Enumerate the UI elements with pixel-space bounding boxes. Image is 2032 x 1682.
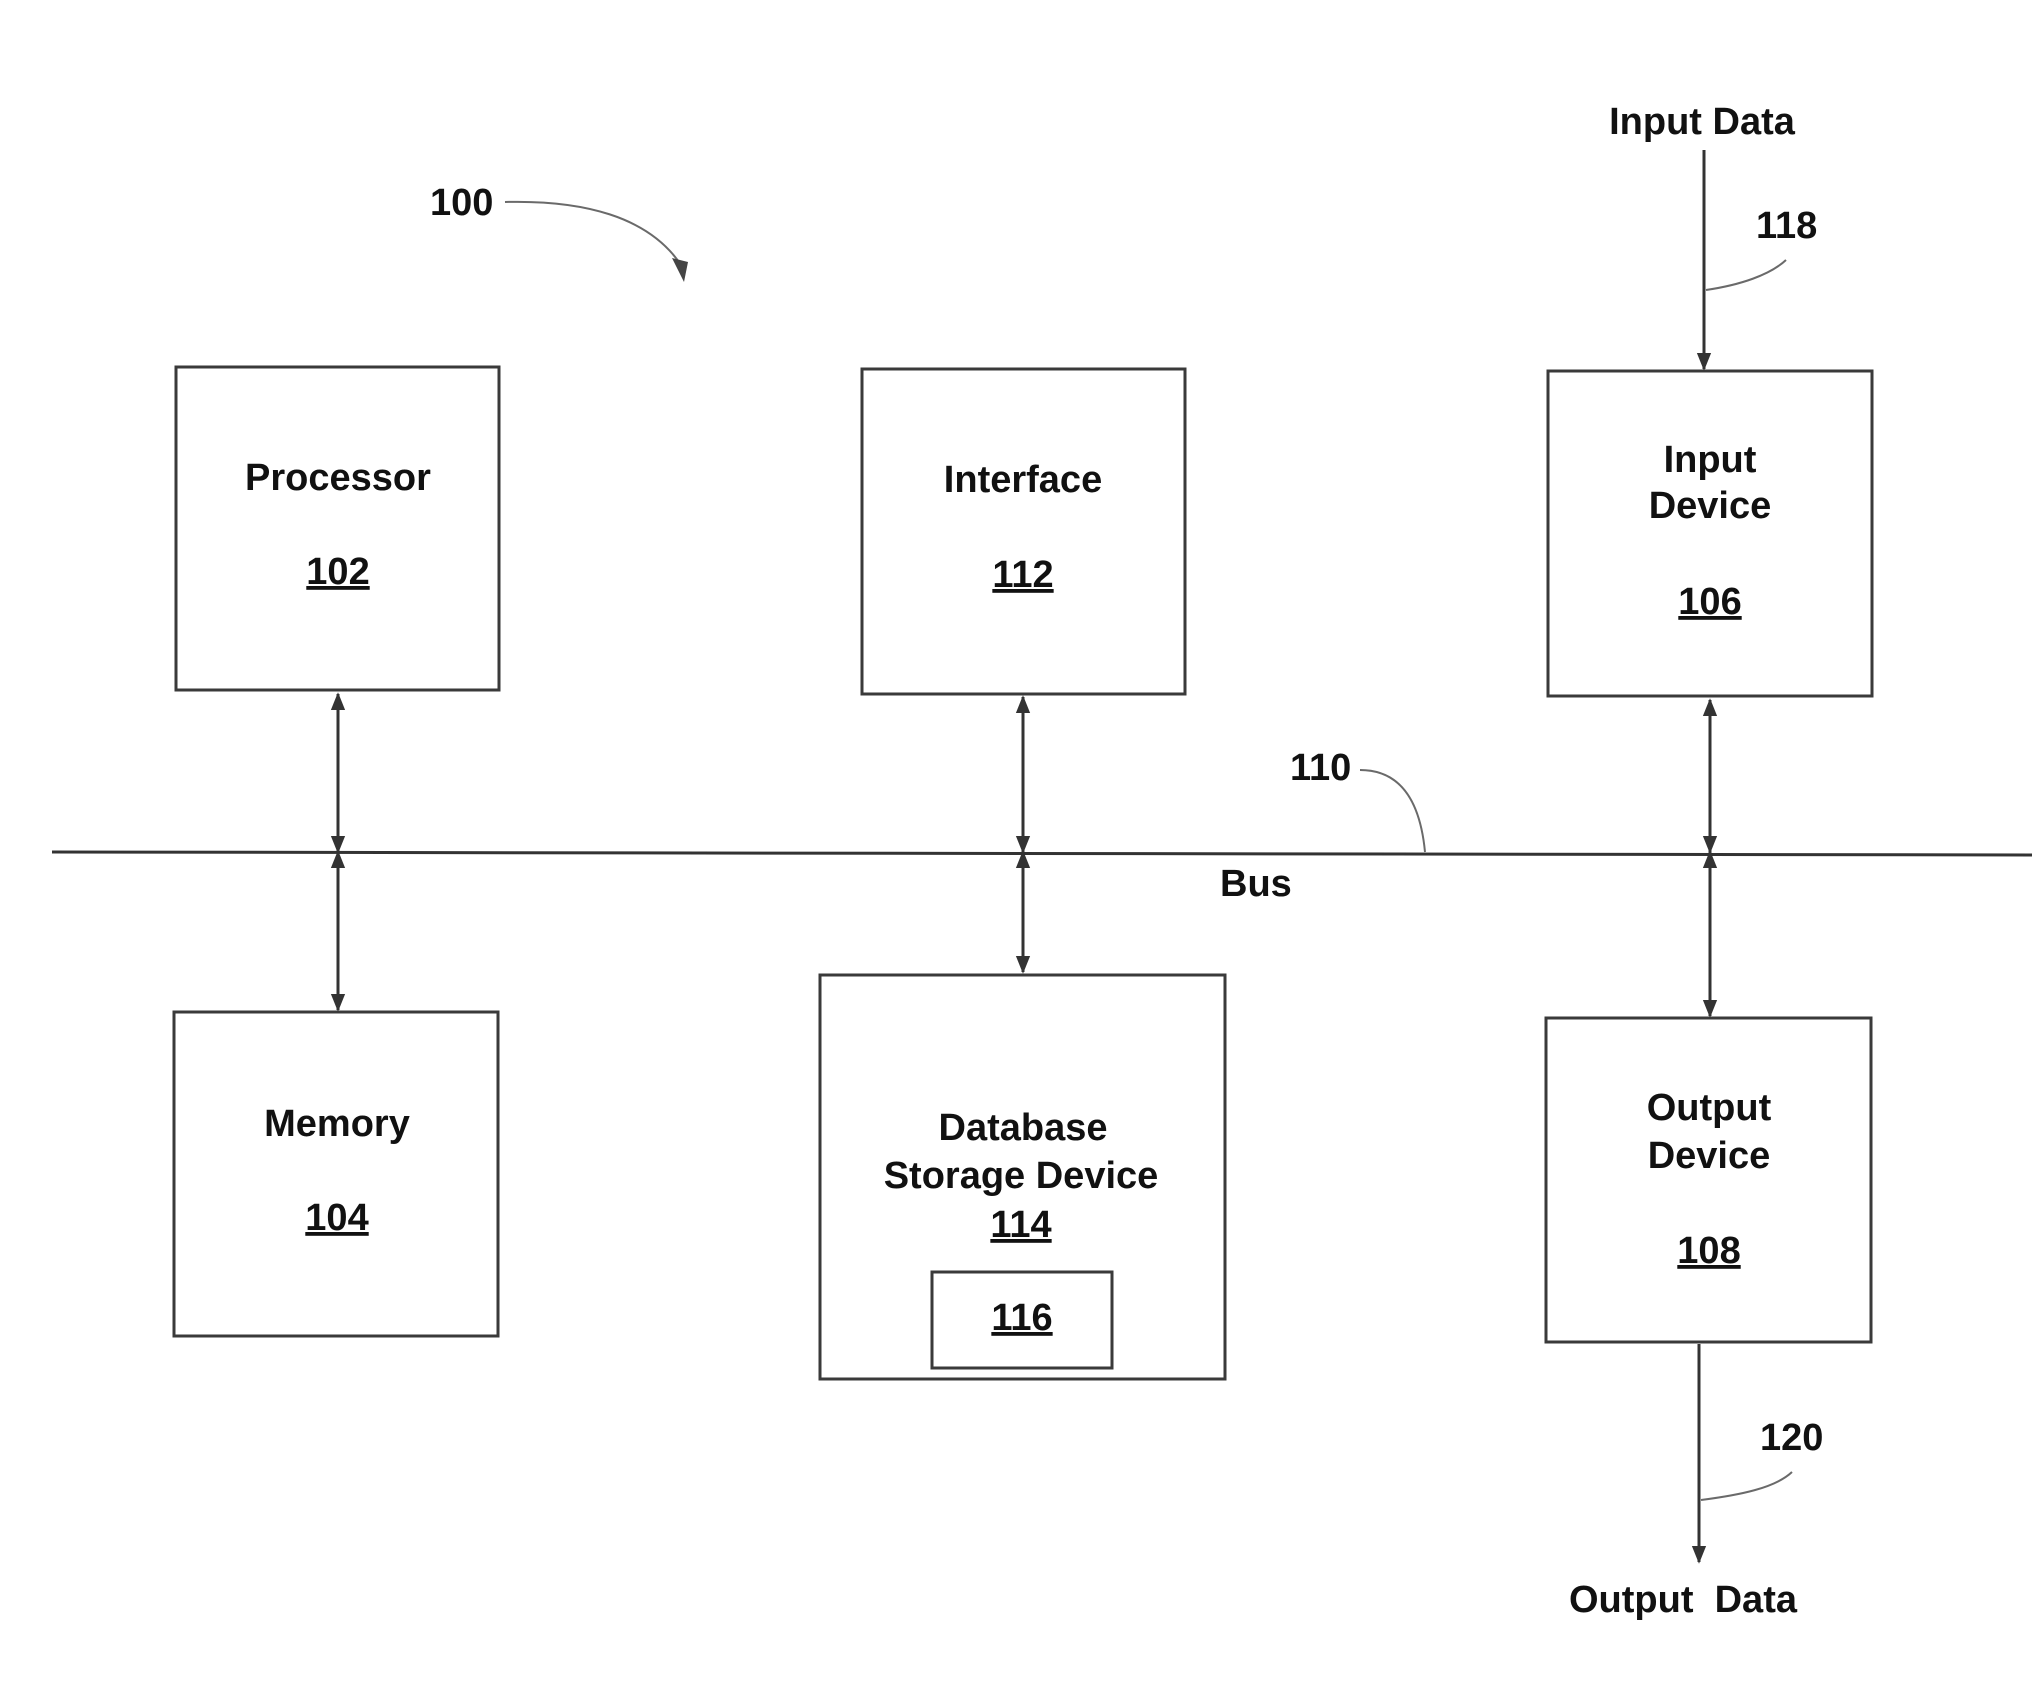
processor-block: Processor 102 — [176, 367, 499, 690]
database-inner-ref: 116 — [991, 1297, 1052, 1339]
system-ref-leader — [505, 202, 683, 268]
system-ref-label: 100 — [430, 182, 493, 224]
output-device-box — [1546, 1018, 1871, 1342]
output-device-label-line2: Device — [1648, 1135, 1771, 1177]
bus-line — [52, 852, 2032, 855]
input-data-ref: 118 — [1756, 205, 1817, 247]
memory-ref: 104 — [305, 1197, 368, 1239]
memory-box — [174, 1012, 498, 1336]
bus-label: Bus — [1220, 863, 1292, 905]
output-device-label-line1: Output — [1647, 1087, 1772, 1129]
input-data-ref-leader — [1706, 260, 1786, 290]
database-label-line1: Database — [939, 1107, 1108, 1149]
bus-ref-label: 110 — [1290, 747, 1351, 789]
output-data-ref-leader — [1701, 1472, 1792, 1500]
output-data-label: Output Data — [1569, 1579, 1798, 1621]
database-label-line2: Storage Device — [884, 1155, 1159, 1197]
processor-label: Processor — [245, 457, 431, 499]
processor-ref: 102 — [306, 551, 369, 593]
interface-block: Interface 112 — [862, 369, 1185, 694]
processor-box — [176, 367, 499, 690]
input-device-block: Input Device 106 — [1548, 371, 1872, 696]
system-ref-arrowhead — [672, 258, 688, 282]
bus-ref-leader — [1360, 770, 1425, 852]
output-device-block: Output Device 108 — [1546, 1018, 1871, 1342]
input-device-box — [1548, 371, 1872, 696]
memory-block: Memory 104 — [174, 1012, 498, 1336]
input-device-ref: 106 — [1678, 581, 1741, 623]
input-device-label-line2: Device — [1649, 485, 1772, 527]
interface-box — [862, 369, 1185, 694]
output-device-ref: 108 — [1677, 1230, 1740, 1272]
input-data-label: Input Data — [1609, 101, 1796, 143]
interface-label: Interface — [944, 459, 1102, 501]
output-data-ref: 120 — [1760, 1417, 1823, 1459]
interface-ref: 112 — [992, 554, 1053, 596]
memory-label: Memory — [264, 1103, 410, 1145]
database-ref: 114 — [990, 1204, 1051, 1246]
database-block: Database Storage Device 114 116 — [820, 975, 1225, 1379]
input-device-label-line1: Input — [1664, 439, 1757, 481]
